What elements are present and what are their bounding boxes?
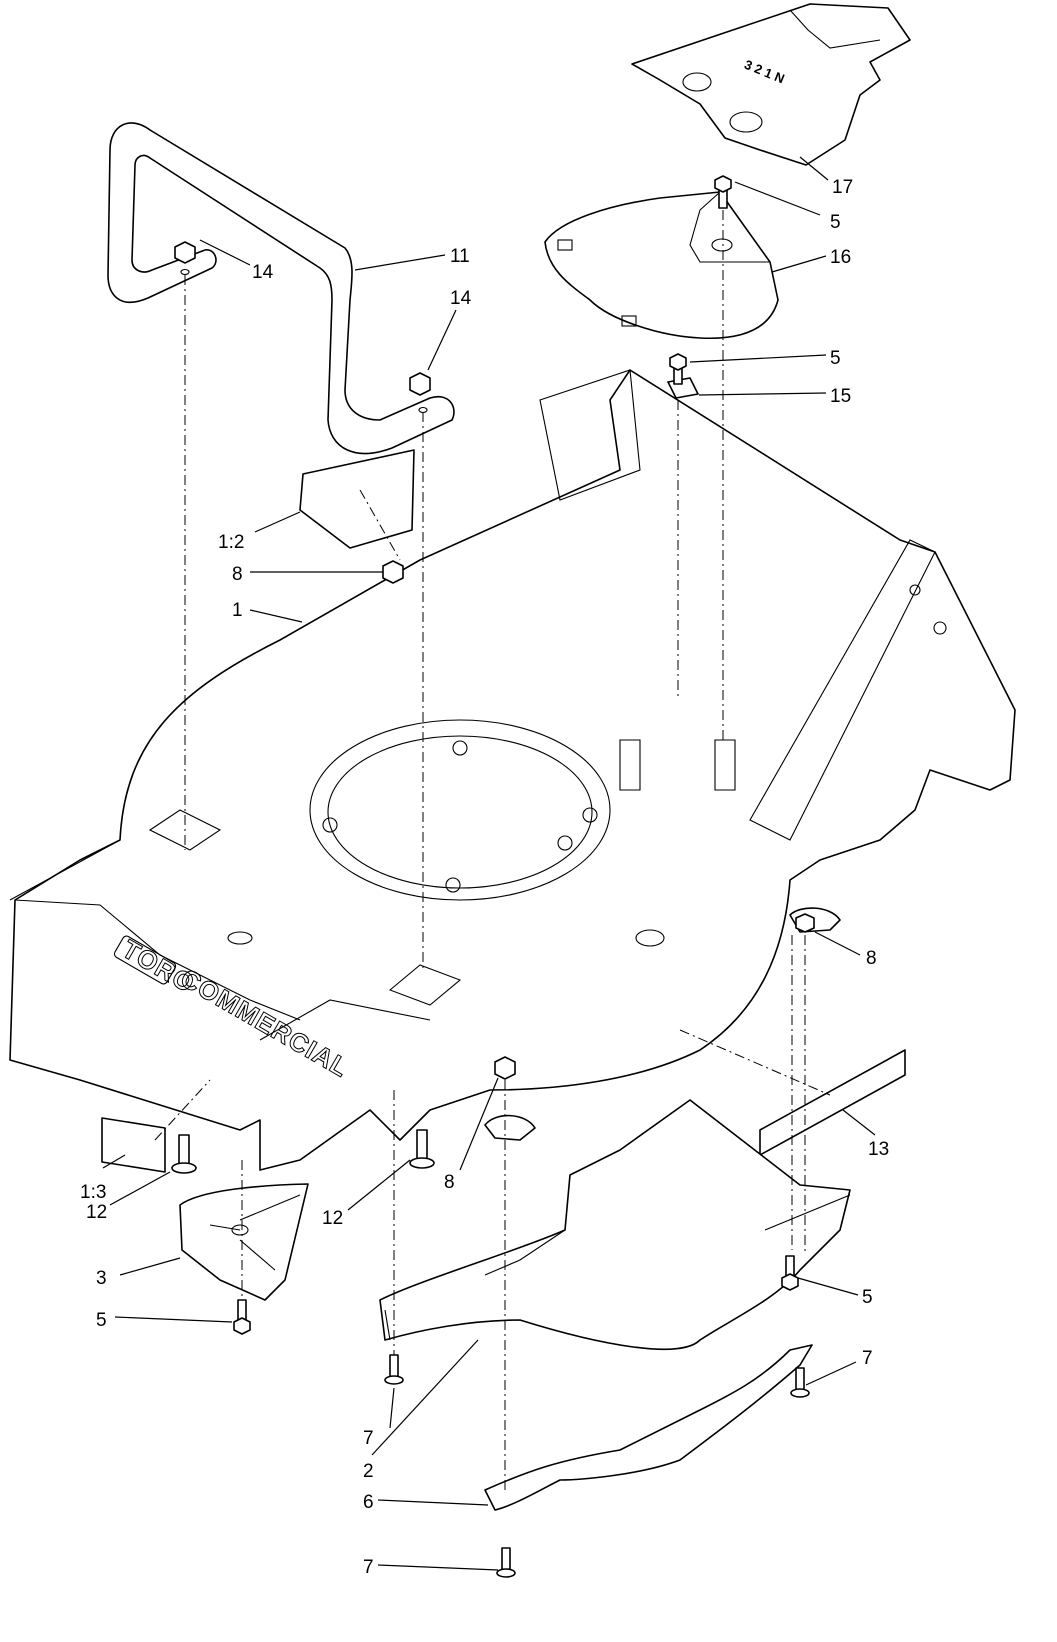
bolt-part-7c <box>496 1547 516 1578</box>
callout-1: 1 <box>232 600 243 621</box>
plate-part-15 <box>667 377 699 399</box>
callout-12-mid: 12 <box>322 1208 343 1229</box>
callout-7-right: 7 <box>862 1348 873 1369</box>
mower-deck-part-1: TORO COMMERCIAL <box>9 369 1016 1171</box>
callout-5-left: 5 <box>96 1310 107 1331</box>
callout-2: 2 <box>363 1461 374 1482</box>
callout-labels: 17 5 11 14 16 14 5 15 1:2 8 1 8 13 1:3 1… <box>80 177 889 1578</box>
bolt-part-5d <box>781 1255 799 1291</box>
decal-part-1-3 <box>101 1117 166 1173</box>
callout-14-right: 14 <box>450 288 472 309</box>
bolt-part-7b <box>790 1367 810 1398</box>
callout-3: 3 <box>96 1268 107 1289</box>
decal-part-1-2 <box>299 449 415 549</box>
bracket-part-3 <box>179 1183 309 1301</box>
callout-5-top: 5 <box>830 212 841 233</box>
bolt-part-5b <box>669 353 687 385</box>
callout-7-bottom: 7 <box>363 1557 374 1578</box>
callout-7-left: 7 <box>363 1428 374 1449</box>
callout-5-right: 5 <box>862 1287 873 1308</box>
blade-part-6 <box>484 1344 813 1511</box>
callout-1-2: 1:2 <box>218 532 244 553</box>
callout-1-3: 1:3 <box>80 1182 106 1203</box>
callout-8-bottom: 8 <box>444 1172 455 1193</box>
callout-16: 16 <box>830 247 851 268</box>
callout-11: 11 <box>450 246 470 267</box>
bolt-part-12b <box>409 1129 435 1169</box>
nut-part-14a <box>174 241 196 276</box>
callout-6: 6 <box>363 1492 374 1513</box>
nut-part-8c <box>484 1056 536 1141</box>
baffle-part-2 <box>379 1099 851 1350</box>
callout-leaders <box>102 156 876 1571</box>
callout-5-console: 5 <box>830 348 841 369</box>
nut-part-8b <box>789 907 841 933</box>
callout-13: 13 <box>868 1139 889 1160</box>
callout-8-right: 8 <box>866 948 877 969</box>
handle-bar-part-11 <box>107 122 455 455</box>
strip-part-13 <box>759 1049 906 1156</box>
callout-14-left: 14 <box>252 262 274 283</box>
assembly-centerlines <box>154 210 831 1490</box>
callout-17: 17 <box>832 177 853 198</box>
bolt-part-12a <box>171 1134 197 1174</box>
shift-cover-part-17: 3 2 1 N <box>631 3 911 166</box>
console-cover-part-16 <box>544 191 779 340</box>
bolt-part-5c <box>233 1299 251 1335</box>
bolt-part-7a <box>384 1354 404 1385</box>
callout-8-top: 8 <box>232 564 243 585</box>
nut-part-8a <box>382 560 404 584</box>
bolt-part-5a <box>714 175 732 209</box>
callout-15: 15 <box>830 386 851 407</box>
callout-12-left: 12 <box>86 1202 107 1223</box>
